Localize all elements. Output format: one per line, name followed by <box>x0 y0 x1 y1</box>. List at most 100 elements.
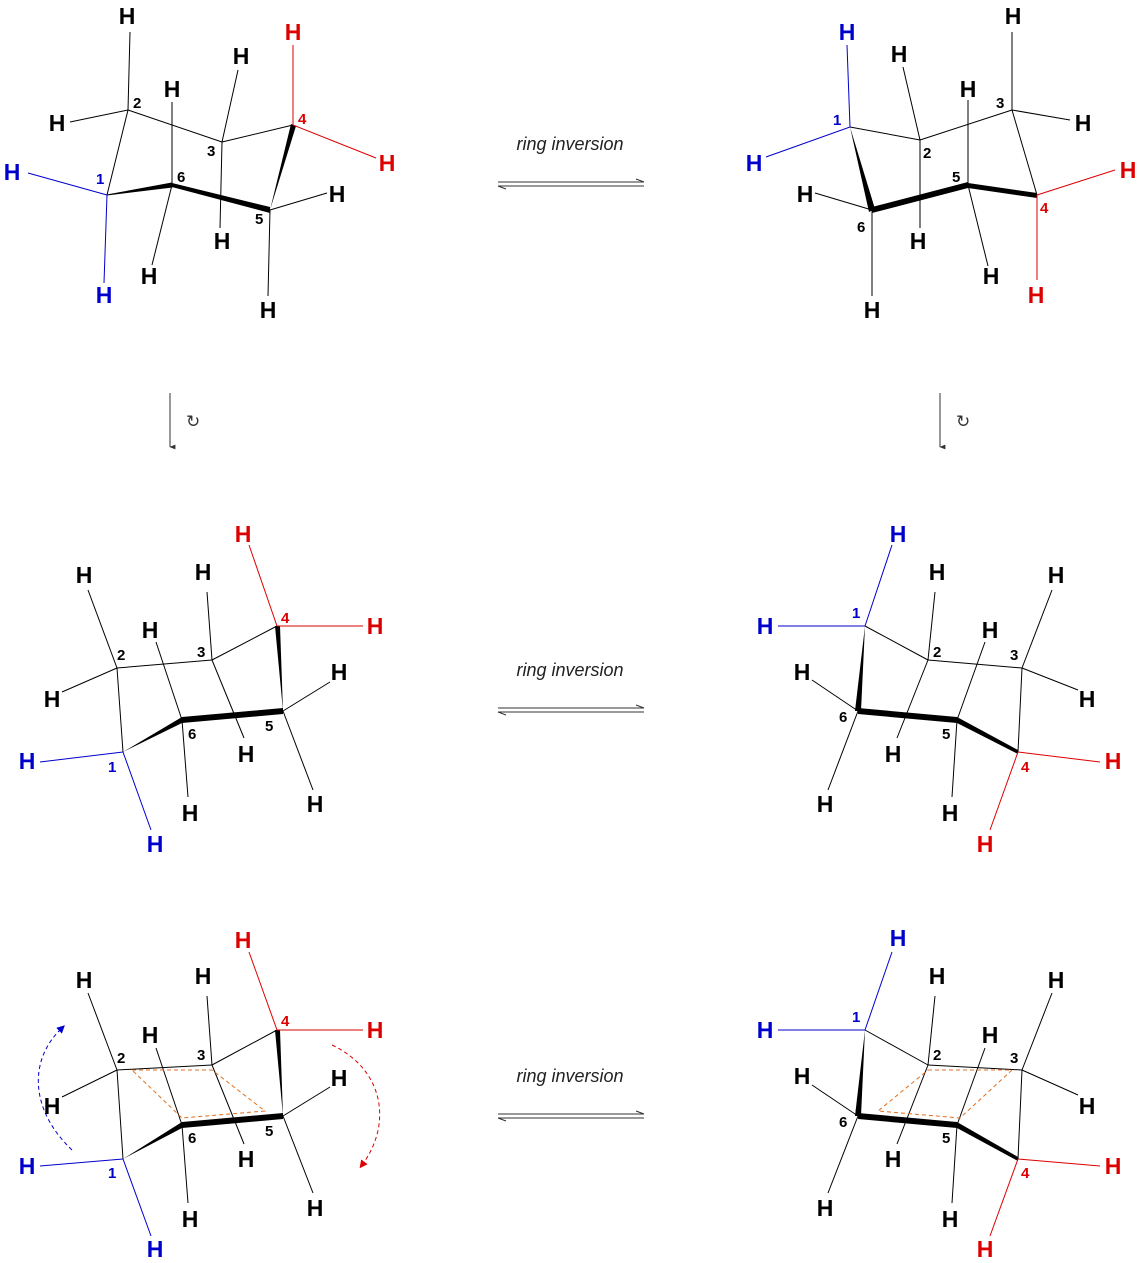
hydrogen: H <box>929 559 946 585</box>
carbon-number: 5 <box>942 1130 950 1147</box>
carbon-number: 5 <box>952 169 960 186</box>
carbon-number: 3 <box>1010 647 1018 664</box>
hydrogen: H <box>746 150 763 176</box>
ring-inversion-label: ring inversion <box>516 1066 623 1086</box>
hydrogen: H <box>142 1022 159 1048</box>
hydrogen: H <box>794 659 811 685</box>
hydrogen: H <box>331 659 348 685</box>
hydrogen: H <box>195 559 212 585</box>
carbon-number: 1 <box>108 1165 116 1182</box>
hydrogen: H <box>214 228 231 254</box>
rotate-icon: ↻ <box>186 412 200 432</box>
hydrogen: H <box>285 19 302 45</box>
hydrogen: H <box>982 617 999 643</box>
hydrogen: H <box>19 748 36 774</box>
hydrogen: H <box>864 297 881 323</box>
hydrogen: H <box>147 1236 164 1262</box>
carbon-number: 5 <box>265 1123 273 1140</box>
hydrogen: H <box>182 800 199 826</box>
carbon-number: 6 <box>188 1130 196 1147</box>
hydrogen: H <box>142 617 159 643</box>
hydrogen: H <box>19 1153 36 1179</box>
carbon-number: 2 <box>117 647 125 664</box>
carbon-number: 6 <box>857 219 865 236</box>
hydrogen: H <box>983 263 1000 289</box>
carbon-number: 1 <box>833 112 841 129</box>
carbon-number: 2 <box>117 1050 125 1067</box>
chair-conformer-middle-right: H H H H H H H H H H H H 1 2 3 4 5 6 <box>757 521 1122 857</box>
hydrogen: H <box>817 791 834 817</box>
hydrogen: H <box>141 263 158 289</box>
carbon-number: 4 <box>1040 200 1049 217</box>
hydrogen: H <box>44 1093 61 1119</box>
hydrogen: H <box>757 613 774 639</box>
hydrogen: H <box>367 1017 384 1043</box>
hydrogen: H <box>890 521 907 547</box>
carbon-number: 3 <box>197 644 205 661</box>
equilibrium-arrows <box>497 1110 645 1122</box>
hydrogen: H <box>4 159 21 185</box>
hydrogen: H <box>757 1017 774 1043</box>
hydrogen: H <box>1079 686 1096 712</box>
rotation-arrow-left: ↻ <box>169 393 200 450</box>
hydrogen: H <box>195 963 212 989</box>
hydrogen: H <box>929 963 946 989</box>
carbon-number: 2 <box>133 95 141 112</box>
hydrogen: H <box>182 1206 199 1232</box>
hydrogen: H <box>233 43 250 69</box>
carbon-number: 2 <box>923 145 931 162</box>
dashed-mean-plane <box>130 1069 267 1119</box>
chair-conformer-top-right: H H H H H H H H H H H H 1 2 3 4 5 6 <box>746 3 1137 323</box>
hydrogen: H <box>238 741 255 767</box>
hydrogen: H <box>1120 157 1137 183</box>
red-curved-arrow <box>331 1044 381 1169</box>
dashed-mean-plane <box>876 1069 1014 1119</box>
hydrogen: H <box>329 181 346 207</box>
hydrogen: H <box>885 741 902 767</box>
hydrogen: H <box>982 1022 999 1048</box>
hydrogen: H <box>235 927 252 953</box>
carbon-number: 2 <box>933 1047 941 1064</box>
equilibrium-arrows <box>497 704 645 716</box>
equilibrium-arrows <box>497 178 645 190</box>
chair-conformer-middle-left: H H H H H H H H H H H H 1 2 3 4 5 6 <box>19 521 384 857</box>
equilibrium-middle: ring inversion <box>497 660 645 716</box>
hydrogen: H <box>235 521 252 547</box>
hydrogen: H <box>1105 748 1122 774</box>
carbon-number: 4 <box>1021 1165 1030 1182</box>
hydrogen: H <box>1028 282 1045 308</box>
carbon-number: 6 <box>839 709 847 726</box>
equilibrium-bottom: ring inversion <box>497 1066 645 1122</box>
blue-curved-arrow <box>37 1025 73 1151</box>
hydrogen: H <box>885 1146 902 1172</box>
chair-conformer-top-left: H H H H H H H H H H H H 1 2 3 4 5 6 <box>4 3 396 323</box>
hydrogen: H <box>307 1195 324 1221</box>
hydrogen: H <box>1048 562 1065 588</box>
hydrogen: H <box>147 831 164 857</box>
carbon-number: 4 <box>281 1013 290 1030</box>
hydrogen: H <box>1005 3 1022 29</box>
carbon-number: 1 <box>96 171 104 188</box>
hydrogen: H <box>977 1236 994 1262</box>
hydrogen: H <box>238 1146 255 1172</box>
rotation-arrow-right: ↻ <box>939 393 970 450</box>
carbon-number: 4 <box>1021 759 1030 776</box>
hydrogen: H <box>942 1206 959 1232</box>
hydrogen: H <box>977 831 994 857</box>
hydrogen: H <box>44 686 61 712</box>
carbon-number: 5 <box>942 726 950 743</box>
hydrogen: H <box>96 282 113 308</box>
ring-inversion-label: ring inversion <box>516 660 623 680</box>
hydrogen: H <box>797 181 814 207</box>
carbon-number: 1 <box>852 1009 860 1026</box>
hydrogen: H <box>891 41 908 67</box>
hydrogen: H <box>839 19 856 45</box>
hydrogen: H <box>890 925 907 951</box>
carbon-number: 3 <box>197 1047 205 1064</box>
hydrogen: H <box>1105 1153 1122 1179</box>
hydrogen: H <box>379 150 396 176</box>
carbon-number: 6 <box>177 169 185 186</box>
carbon-number: 6 <box>188 726 196 743</box>
hydrogen: H <box>260 297 277 323</box>
hydrogen: H <box>942 800 959 826</box>
